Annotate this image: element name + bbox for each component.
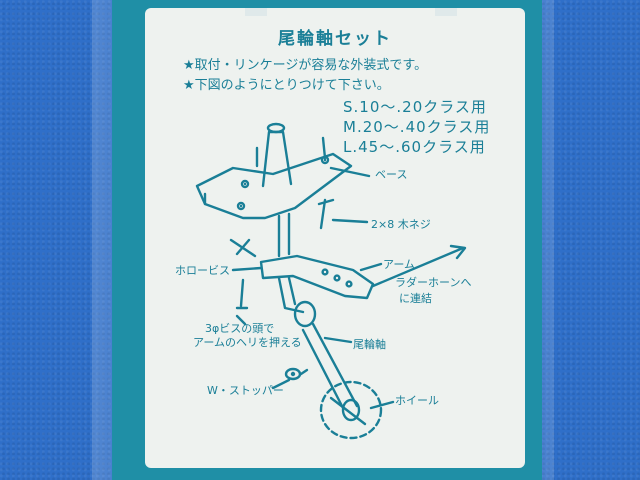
screw-head-label-2: アームのヘリを押える [193,336,302,349]
size-class-line: S.10～.20クラス用 [343,98,487,116]
tail-shaft-label: 尾輪軸 [353,338,386,351]
base-label: ベース [375,168,408,181]
rudder-horn-label: ラダーホーンへ [395,276,472,289]
w-stopper-label: W・ストッパー [207,384,284,397]
hanger-tab [435,8,457,16]
product-title: 尾輪軸セット [278,29,392,49]
instruction-panel: 尾輪軸セット ★取付・リンケージが容易な外装式です。 ★下図のようにとりつけて下… [145,8,525,468]
feature-line: ★下図のようにとりつけて下さい。 [183,78,390,93]
hollow-screw-label: ホロービス [175,264,230,277]
rudder-horn-label-2: に連結 [399,292,432,305]
screw-head-label: 3φビスの頭で [205,322,275,335]
size-class-line: L.45～.60クラス用 [343,138,486,156]
assembly-diagram [195,122,467,440]
arm-label: アーム [383,258,416,271]
wood-screw-label: 2×8 木ネジ [371,218,431,231]
feature-line: ★取付・リンケージが容易な外装式です。 [183,58,428,73]
wheel-label: ホイール [395,394,439,407]
hanger-tab [245,8,267,16]
size-class-line: M.20～.40クラス用 [343,118,491,136]
